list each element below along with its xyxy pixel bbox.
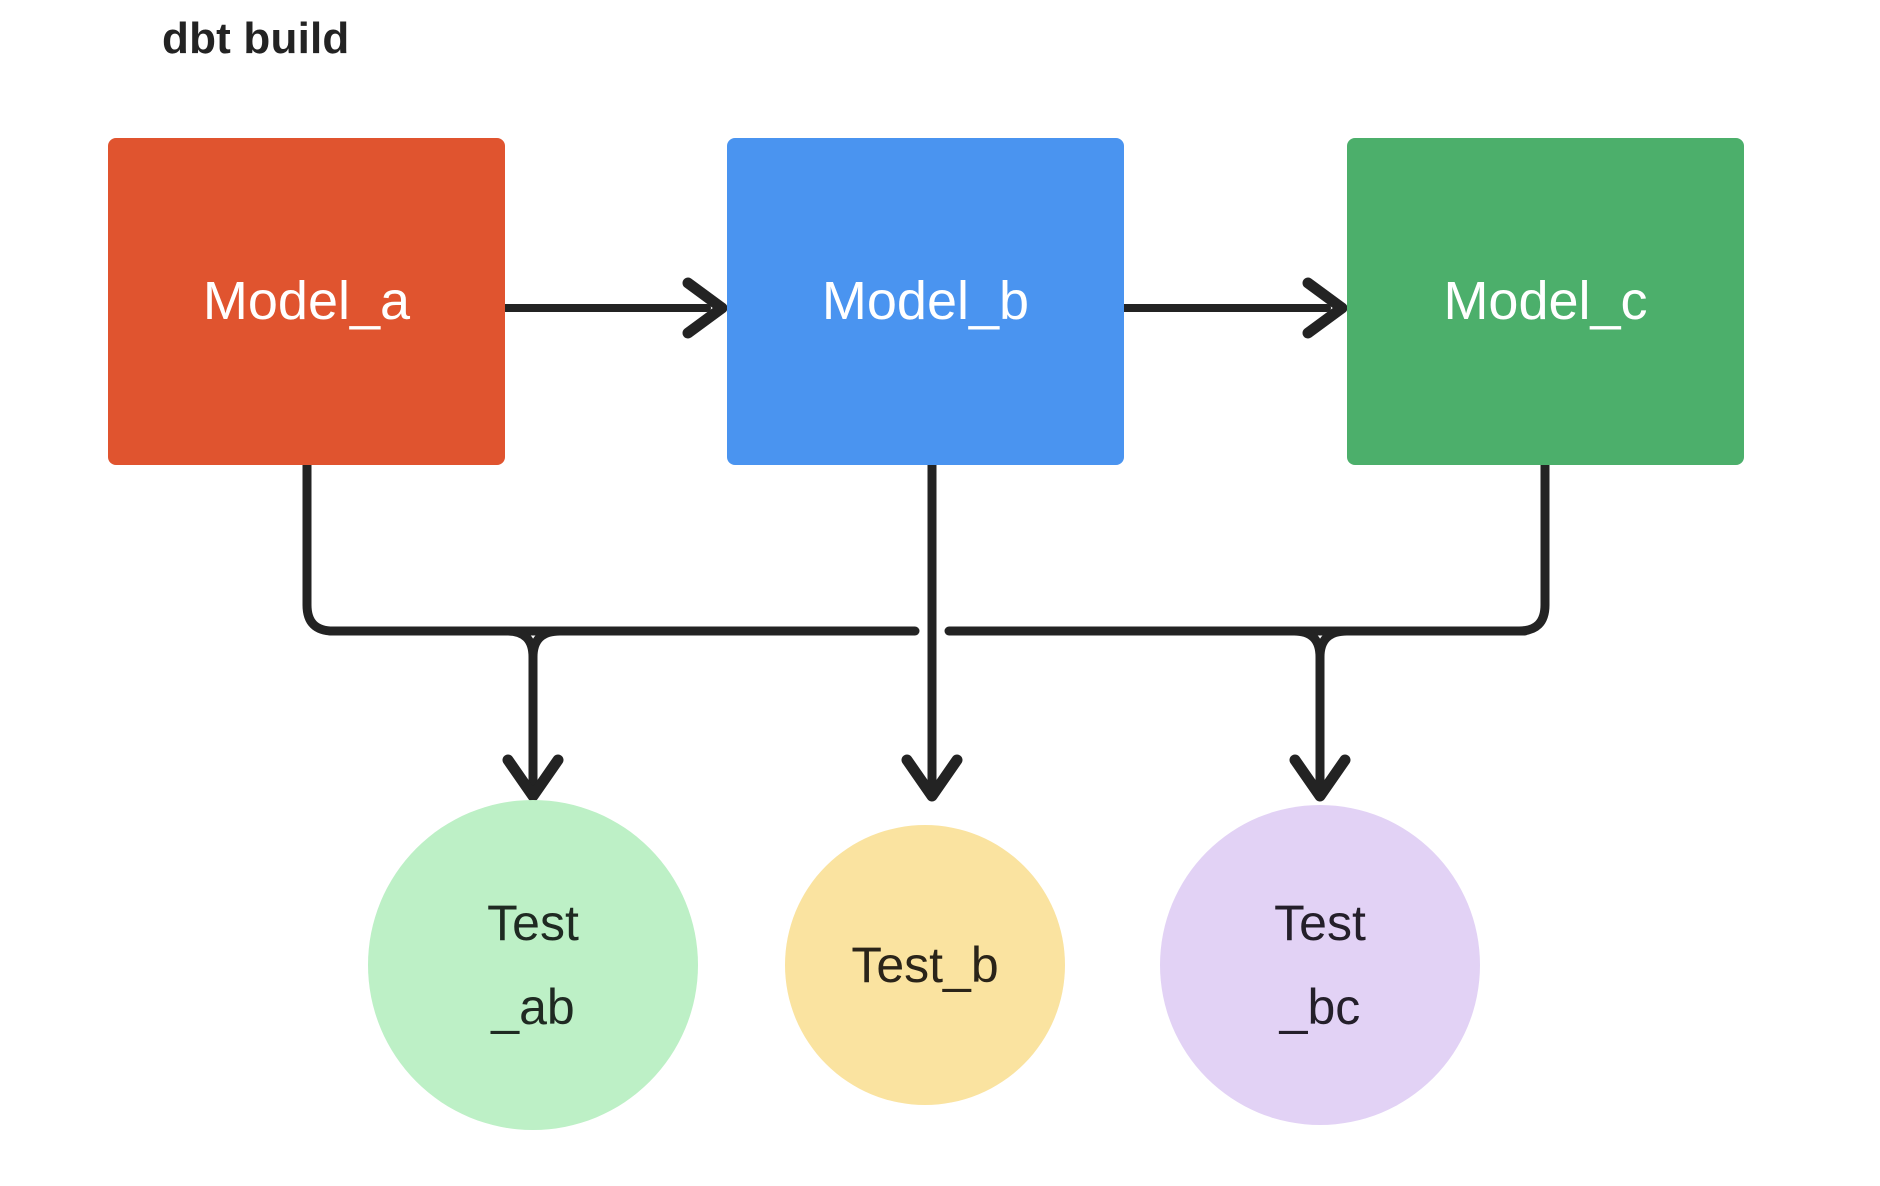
node-test-ab-label: Test _ab [487, 895, 579, 1035]
node-test-b[interactable]: Test_b [785, 825, 1065, 1105]
edge-bus-to-test-ab [502, 626, 565, 802]
edge-model-b-to-test-b [901, 460, 963, 802]
edge-model-a-to-model-b [501, 277, 728, 339]
edge-bus-to-test-bc [1289, 626, 1352, 802]
diagram-title: dbt build [162, 14, 350, 63]
node-model-b-label: Model_b [821, 270, 1030, 331]
node-model-c-label: Model_c [1443, 270, 1648, 331]
node-model-a-label: Model_a [202, 270, 411, 331]
node-test-bc-label: Test _bc [1274, 895, 1366, 1035]
node-test-ab[interactable]: Test _ab [368, 800, 698, 1130]
edge-model-b-to-model-c [1120, 277, 1348, 339]
edge-model-c-to-bus [1335, 460, 1550, 636]
node-model-c[interactable]: Model_c [1347, 138, 1744, 465]
node-test-b-label: Test_b [851, 937, 999, 993]
edge-model-a-to-bus [302, 460, 525, 636]
node-model-a[interactable]: Model_a [108, 138, 505, 465]
node-model-b[interactable]: Model_b [727, 138, 1124, 465]
node-test-bc[interactable]: Test _bc [1160, 805, 1480, 1125]
